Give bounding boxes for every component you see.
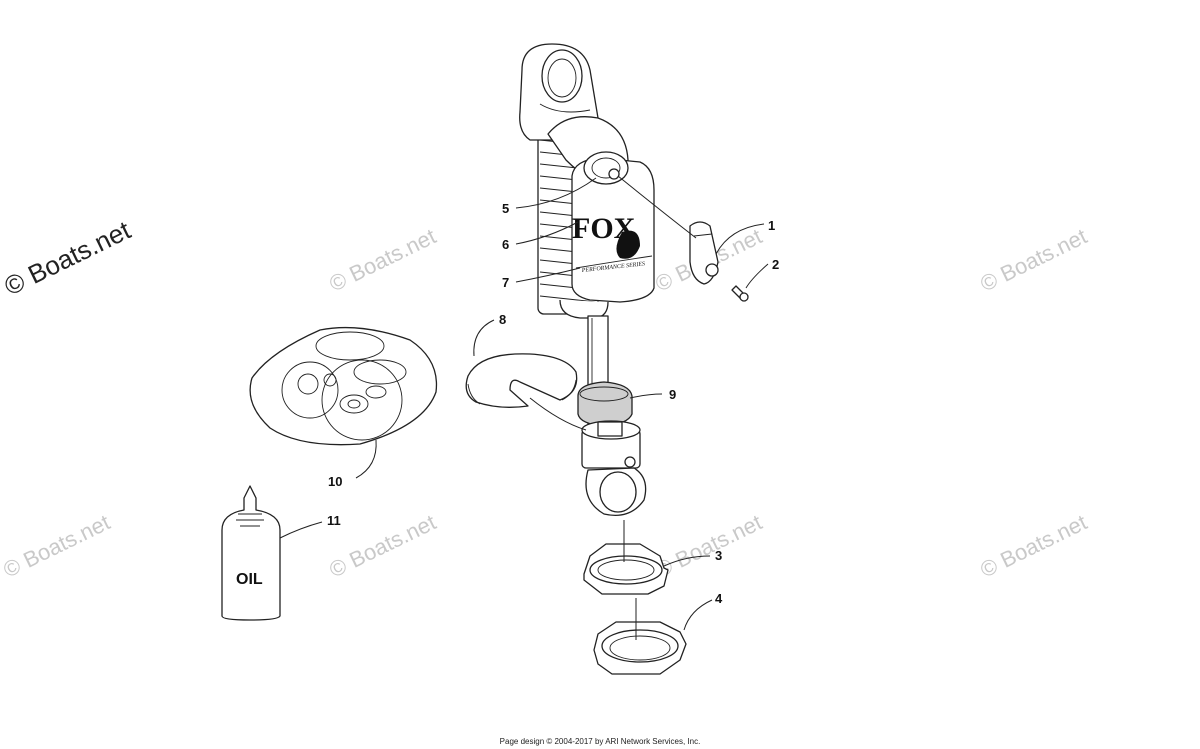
- watermark: © Boats.net: [0, 509, 114, 582]
- locknut: [583, 543, 669, 595]
- callout-4: 4: [715, 591, 723, 606]
- callout-11: 11: [327, 513, 341, 528]
- watermark: © Boats.net: [976, 509, 1091, 582]
- spring-retainer: [465, 353, 578, 408]
- callout-5: 5: [502, 201, 509, 216]
- callout-labels: 1 2 3 4 5 6 7 8 9 10 11: [327, 201, 779, 606]
- callout-3: 3: [715, 548, 722, 563]
- seal-kit-bag: [249, 326, 438, 446]
- adjuster-ring: [593, 621, 687, 675]
- watermark: © Boats.net: [325, 509, 440, 582]
- watermark: © Boats.net: [325, 223, 440, 296]
- adjuster-knob: [689, 221, 719, 285]
- watermark-left-large: © Boats.net: [0, 214, 136, 301]
- callout-1: 1: [768, 218, 775, 233]
- screw: [731, 285, 749, 302]
- callout-9: 9: [669, 387, 676, 402]
- watermark: © Boats.net: [976, 223, 1091, 296]
- callout-10: 10: [328, 474, 342, 489]
- watermark: © Boats.net: [651, 509, 766, 582]
- shock-absorber: FOX PERFORMANCE SERIES: [519, 43, 655, 517]
- page-footer: Page design © 2004-2017 by ARI Network S…: [499, 737, 701, 746]
- callout-6: 6: [502, 237, 509, 252]
- oil-label: OIL: [236, 571, 263, 588]
- oil-bottle: OIL: [221, 485, 281, 621]
- callout-2: 2: [772, 257, 779, 272]
- callout-7: 7: [502, 275, 509, 290]
- callout-8: 8: [499, 312, 506, 327]
